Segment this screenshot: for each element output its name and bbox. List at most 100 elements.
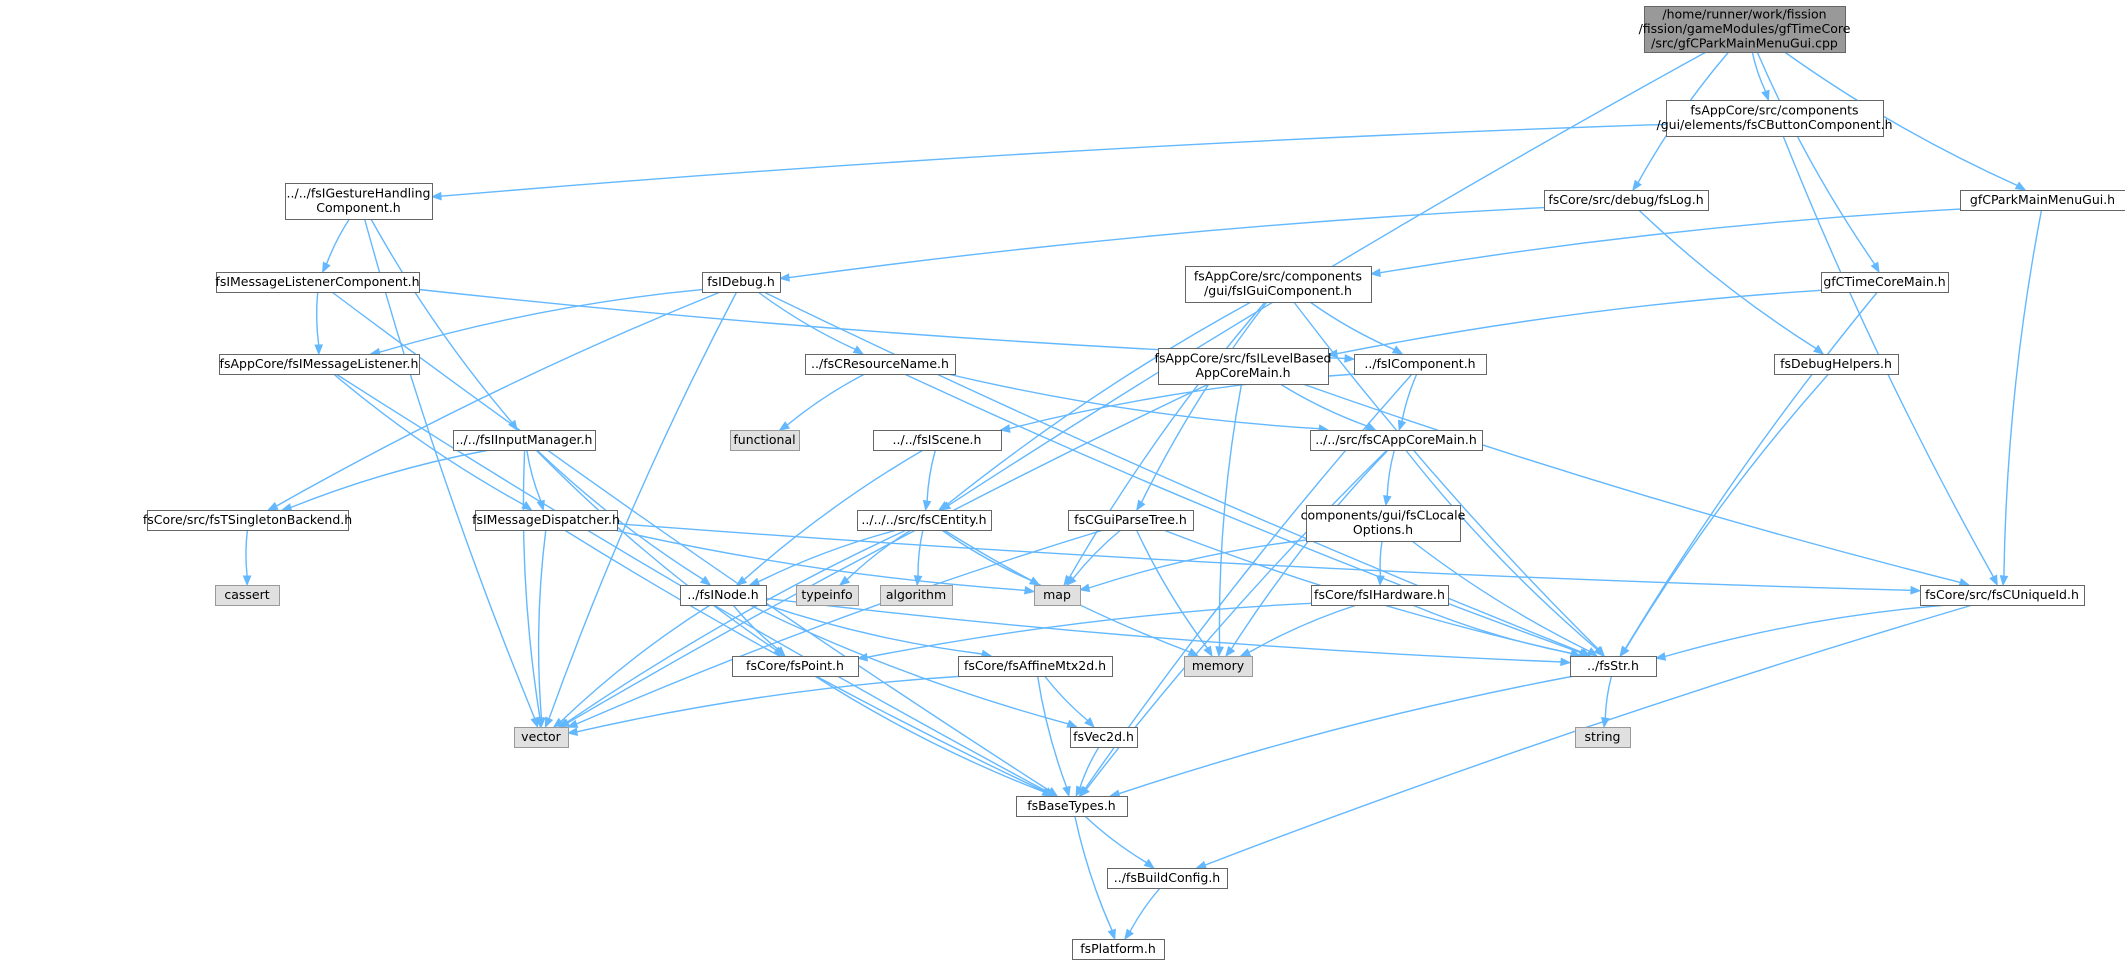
- edge-inode-to-affine: [765, 604, 993, 659]
- edge-dispatcher-to-uniqueid: [616, 523, 1922, 595]
- edge-line: [1084, 815, 1147, 864]
- node-box: [730, 430, 800, 451]
- edge-line: [363, 218, 536, 719]
- edge-line: [1405, 449, 1598, 651]
- edge-line: [379, 288, 703, 353]
- edge-arrowhead: [1397, 419, 1407, 432]
- node-label-line: algorithm: [886, 587, 946, 602]
- node-box: [680, 585, 767, 606]
- edge-line: [1248, 604, 1358, 654]
- node-ihardware[interactable]: fsCore/fsIHardware.h: [1311, 585, 1449, 606]
- edge-arrowhead: [1601, 717, 1610, 729]
- edge-arrowhead: [1136, 499, 1146, 512]
- node-label-line: fsBaseTypes.h: [1027, 798, 1115, 813]
- node-cassert[interactable]: cassert: [215, 585, 280, 606]
- node-functional[interactable]: functional: [730, 430, 800, 451]
- node-guicomp[interactable]: fsAppCore/src/components/gui/fsIGuiCompo…: [1185, 266, 1372, 303]
- node-buildconfig[interactable]: ../fsBuildConfig.h: [1107, 868, 1228, 889]
- node-uniqueid[interactable]: fsCore/src/fsCUniqueId.h: [1920, 585, 2085, 606]
- node-box: [1575, 727, 1631, 748]
- node-resname[interactable]: ../fsCResourceName.h: [805, 354, 956, 375]
- edge-iscene-to-centity: [922, 449, 937, 512]
- node-debughelpers[interactable]: fsDebugHelpers.h: [1774, 354, 1899, 375]
- node-label-line: fsDebugHelpers.h: [1780, 356, 1892, 371]
- node-vector[interactable]: vector: [514, 727, 569, 748]
- node-label-line: fsCore/fsAffineMtx2d.h: [964, 658, 1106, 673]
- edge-arrowhead: [1107, 928, 1116, 941]
- edge-localeoptions-to-ihardware: [1376, 540, 1385, 587]
- node-dispatcher[interactable]: fsIMessageDispatcher.h: [472, 510, 620, 531]
- node-box: [1158, 348, 1329, 385]
- node-memory[interactable]: memory: [1184, 656, 1253, 677]
- node-fsstr[interactable]: ../fsStr.h: [1570, 656, 1657, 677]
- node-icomponent[interactable]: ../fsIComponent.h: [1354, 354, 1487, 375]
- node-buttoncomp[interactable]: fsAppCore/src/components/gui/elements/fs…: [1657, 100, 1893, 137]
- node-appcoremain[interactable]: ../../src/fsCAppCoreMain.h: [1310, 430, 1483, 451]
- edge-inputmanager-to-fspoint: [535, 449, 785, 657]
- edge-arrowhead: [1075, 785, 1085, 798]
- edge-arrowhead: [544, 716, 554, 729]
- node-label-line: fsCGuiParseTree.h: [1074, 512, 1187, 527]
- edge-arrowhead: [1870, 261, 1880, 274]
- node-label-line: Options.h: [1353, 522, 1413, 537]
- node-string[interactable]: string: [1575, 727, 1631, 748]
- edge-centity-to-algorithm: [913, 529, 924, 587]
- edge-levelbased-to-uniqueid: [1302, 383, 1971, 587]
- edge-arrowhead: [1024, 585, 1036, 595]
- node-root[interactable]: /home/runner/work/fission/fission/gameMo…: [1639, 6, 1851, 53]
- node-label-line: ../fsStr.h: [1587, 658, 1639, 673]
- node-fsidebug[interactable]: fsIDebug.h: [702, 272, 781, 293]
- edge-appcoremain-to-fsstr: [1405, 449, 1605, 657]
- node-iscene[interactable]: ../../fsIScene.h: [873, 430, 1002, 451]
- edge-line: [333, 373, 525, 506]
- edge-arrowhead: [852, 345, 865, 355]
- node-box: [880, 585, 953, 606]
- edge-arrowhead: [566, 727, 578, 737]
- edge-localeoptions-to-map: [1078, 539, 1307, 593]
- edge-line: [765, 604, 983, 655]
- node-msglistener[interactable]: fsAppCore/fsIMessageListener.h: [219, 354, 420, 375]
- node-singleton[interactable]: fsCore/src/fsTSingletonBackend.h: [143, 510, 352, 531]
- node-timecoremain[interactable]: gfCTimeCoreMain.h: [1821, 272, 1949, 293]
- node-algorithm[interactable]: algorithm: [880, 585, 953, 606]
- edge-arrowhead: [1593, 646, 1605, 657]
- node-inputmanager[interactable]: ../../fsIInputManager.h: [453, 430, 596, 451]
- edge-timecoremain-to-fsstr: [1619, 291, 1878, 658]
- node-guiparsetree[interactable]: fsCGuiParseTree.h: [1068, 510, 1194, 531]
- edge-arrowhead: [321, 261, 331, 274]
- edge-line: [1036, 675, 1068, 788]
- node-basetypes[interactable]: fsBaseTypes.h: [1016, 796, 1128, 817]
- node-fspoint[interactable]: fsCore/fsPoint.h: [732, 656, 859, 677]
- edge-fspoint-to-basetypes: [814, 675, 1054, 797]
- edge-root-to-timecoremain: [1756, 51, 1880, 274]
- node-typeinfo[interactable]: typeinfo: [796, 585, 859, 606]
- node-box: [805, 354, 956, 375]
- node-affine[interactable]: fsCore/fsAffineMtx2d.h: [958, 656, 1113, 677]
- node-box: [1016, 796, 1128, 817]
- node-msglistenercomp[interactable]: fsIMessageListenerComponent.h: [215, 272, 420, 293]
- edge-root-to-buttoncomp: [1751, 51, 1770, 102]
- node-platform[interactable]: fsPlatform.h: [1072, 939, 1165, 960]
- node-label-line: fsCore/fsIHardware.h: [1314, 587, 1445, 602]
- edge-line: [315, 291, 320, 346]
- node-label-line: fsCore/src/fsTSingletonBackend.h: [143, 512, 352, 527]
- node-fslog[interactable]: fsCore/src/debug/fsLog.h: [1544, 190, 1709, 211]
- node-box: [453, 430, 596, 451]
- edge-affine-to-vector: [566, 675, 966, 737]
- node-label-line: ../../src/fsCAppCoreMain.h: [1315, 432, 1477, 447]
- edge-iscene-to-inode: [735, 449, 924, 586]
- node-inode[interactable]: ../fsINode.h: [680, 585, 767, 606]
- node-vec2d[interactable]: fsVec2d.h: [1070, 727, 1138, 748]
- edge-line: [1309, 301, 1395, 351]
- node-box: [1311, 585, 1449, 606]
- edge-basetypes-to-platform: [1074, 815, 1116, 941]
- node-map[interactable]: map: [1034, 585, 1081, 606]
- node-label-line: fsPlatform.h: [1080, 941, 1156, 956]
- node-centity[interactable]: ../../../src/fsCEntity.h: [857, 510, 992, 531]
- edge-arrowhead: [314, 344, 324, 356]
- edge-line: [1072, 529, 1122, 580]
- node-mainmenugui[interactable]: gfCParkMainMenuGui.h: [1960, 190, 2125, 211]
